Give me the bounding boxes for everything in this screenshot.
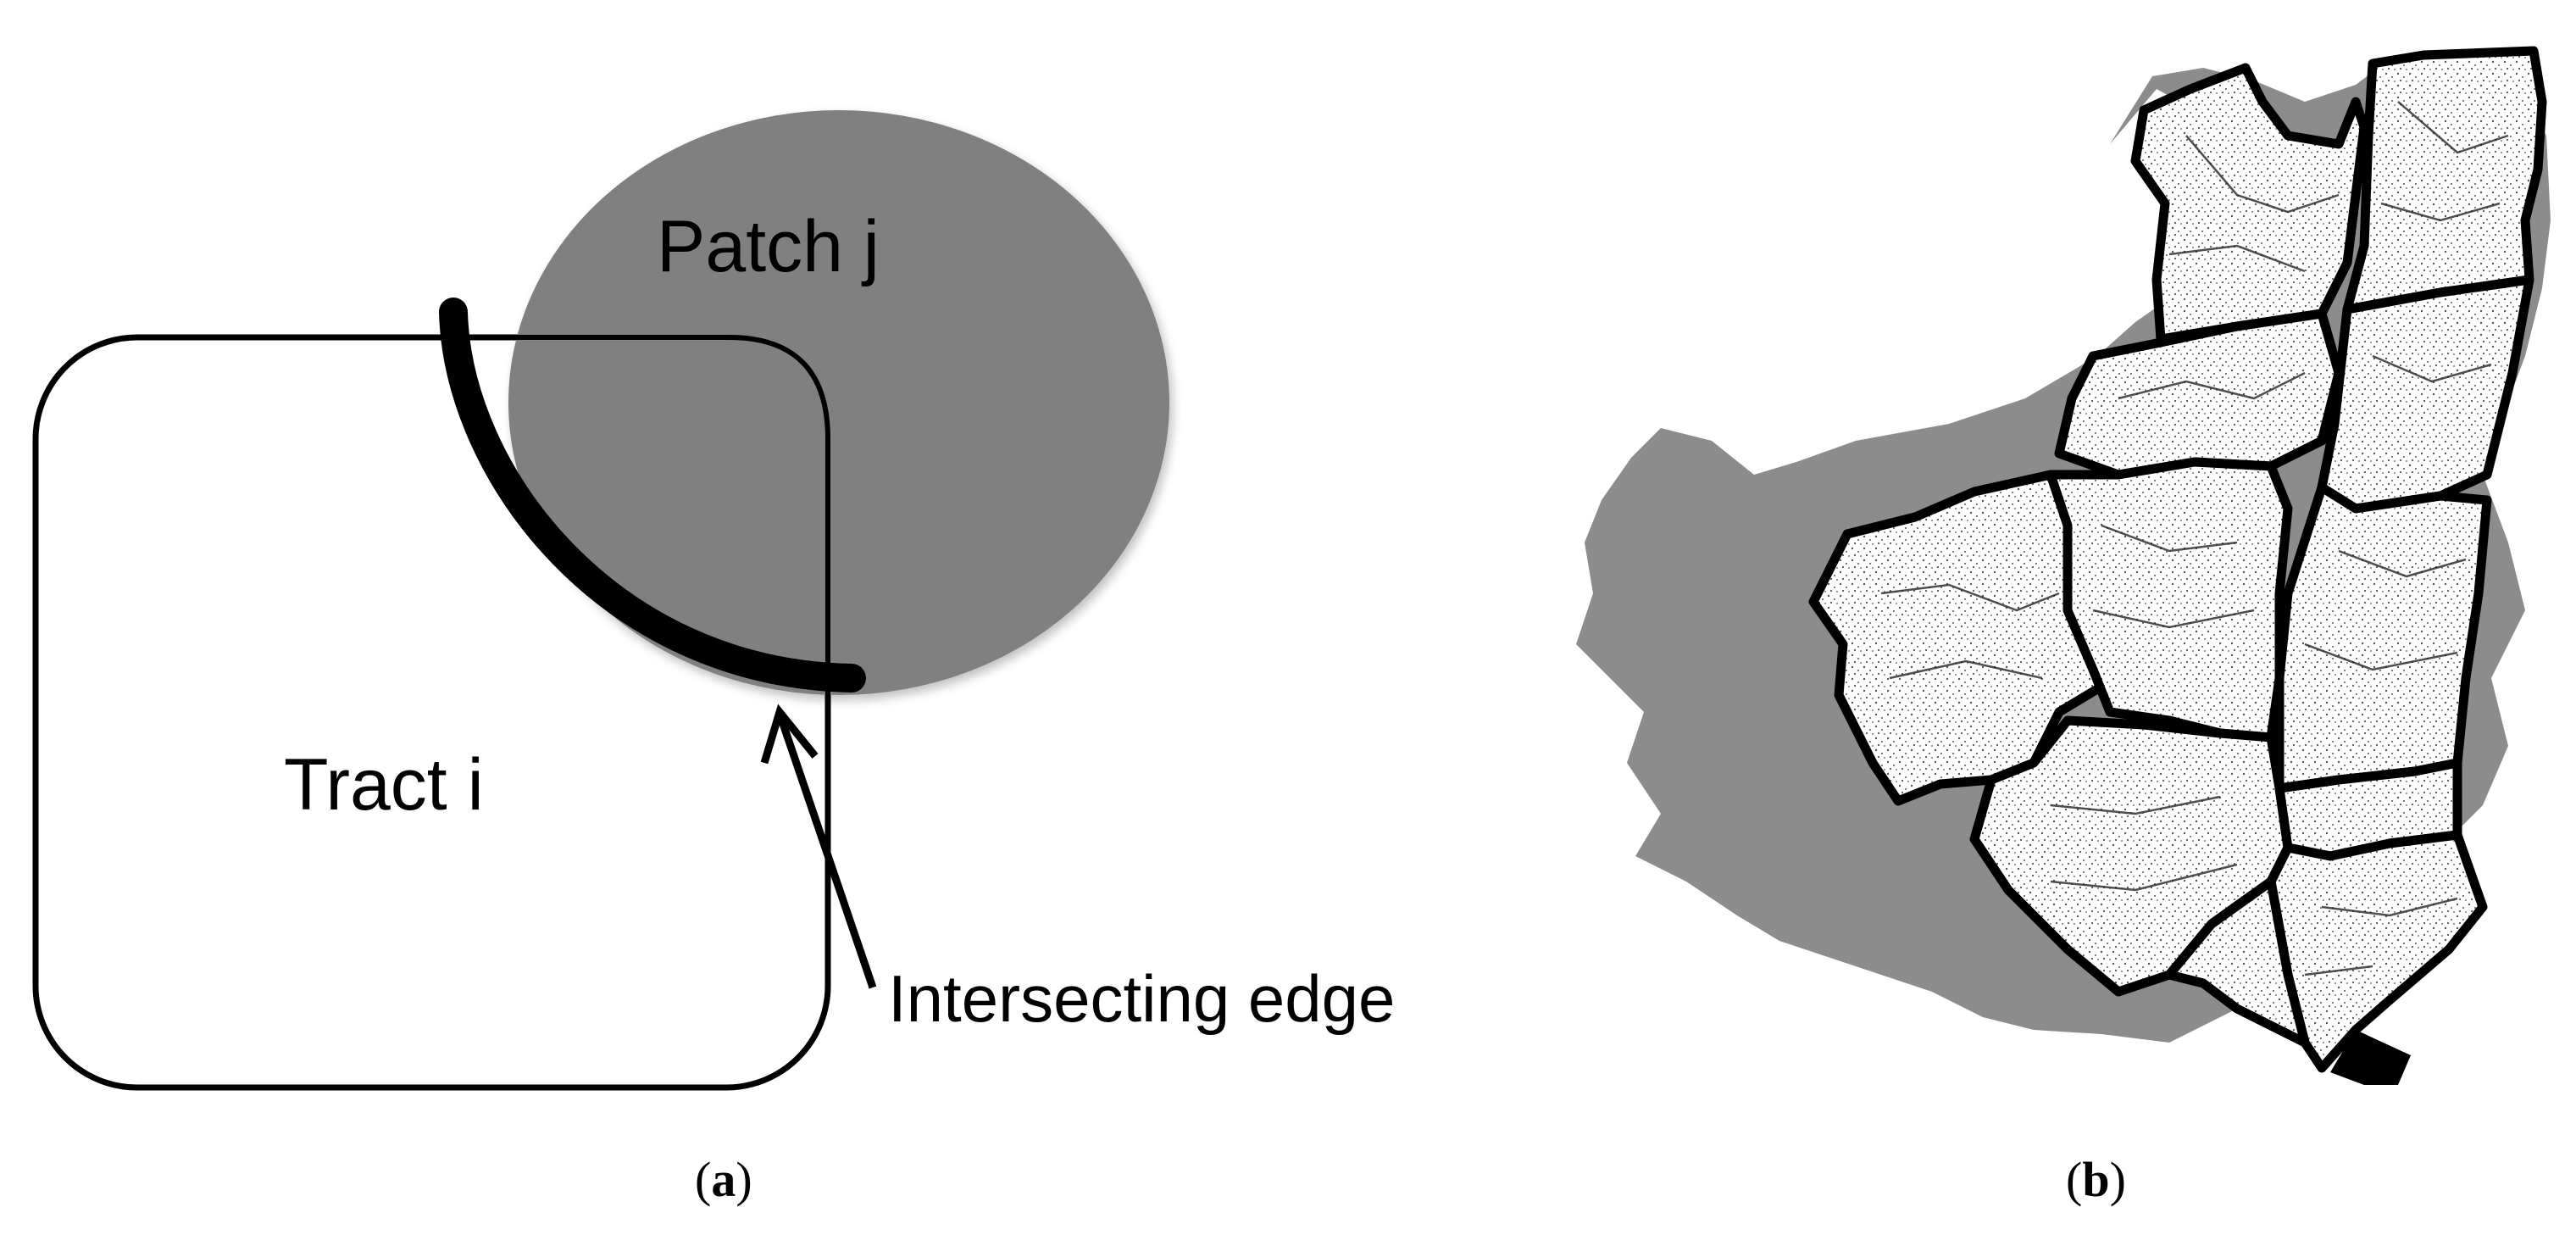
county-em <box>2317 275 2534 514</box>
county-mw <box>2054 309 2344 480</box>
county-w <box>1808 470 2107 806</box>
patch-shape <box>508 110 1169 695</box>
tract-border-overlap <box>453 335 830 695</box>
county-nw <box>2130 63 2369 344</box>
patch-label: Patch j <box>657 206 880 287</box>
edge-label: Intersecting edge <box>888 961 1395 1036</box>
county-ec <box>2274 482 2492 793</box>
map-tip <box>2330 1030 2411 1085</box>
caption-a: (a) <box>695 1152 752 1207</box>
tract-label: Tract i <box>284 744 484 826</box>
edge-arrow <box>760 704 877 989</box>
county-regions <box>1808 46 2547 1073</box>
county-s <box>2164 876 2310 1048</box>
caption-b: (b) <box>2066 1152 2126 1207</box>
panel-b-map <box>1576 46 2551 1085</box>
tract-lines <box>1880 101 2509 976</box>
county-ne <box>2342 46 2547 314</box>
panel-a: Patch j Tract i Intersecting edge <box>32 110 1395 1091</box>
intersecting-edge-arc <box>439 298 866 693</box>
